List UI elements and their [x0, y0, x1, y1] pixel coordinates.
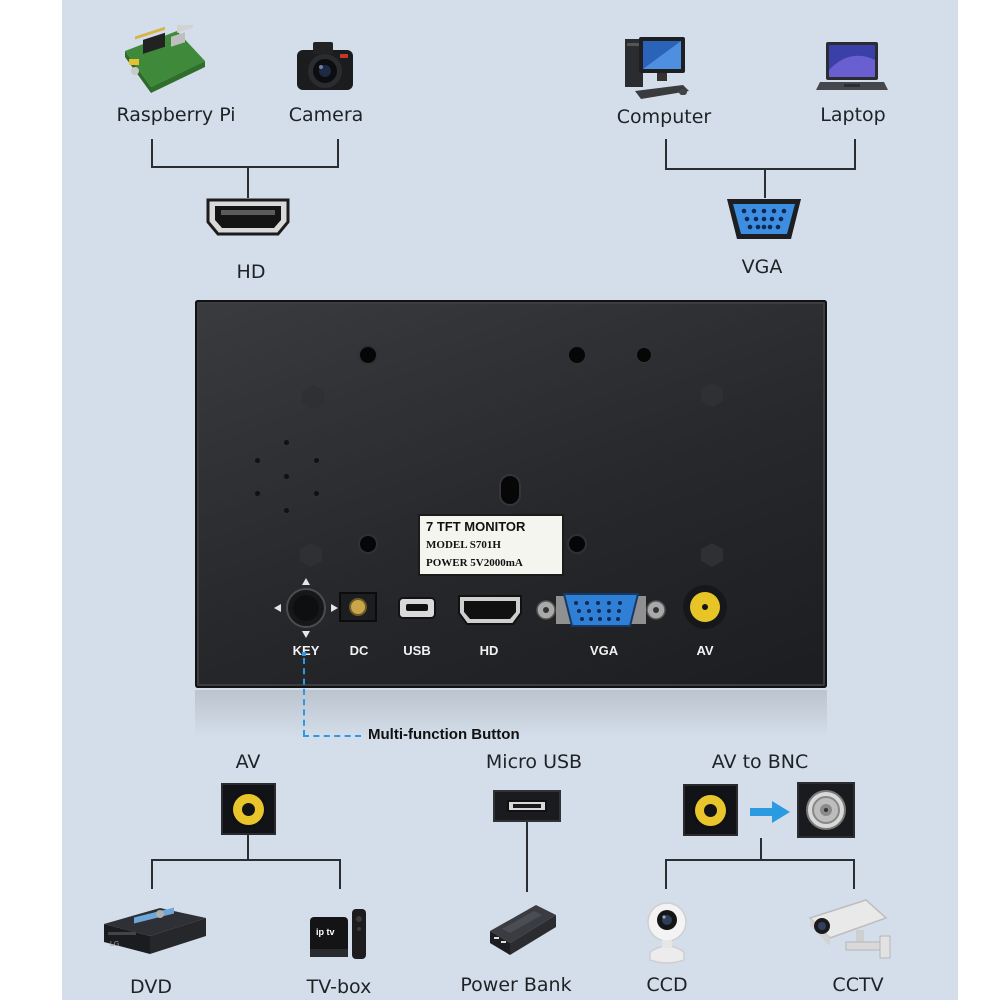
port-label-key: KEY [292, 643, 320, 658]
speaker-hole [255, 458, 260, 463]
speaker-hole [314, 458, 319, 463]
mounting-hole [569, 536, 585, 552]
micro-usb-label: Micro USB [485, 751, 583, 773]
hdmi-port-icon [206, 198, 290, 236]
connector-line [151, 139, 153, 167]
hex-screw [701, 383, 723, 407]
av-label: AV [235, 751, 261, 773]
mounting-hole [360, 536, 376, 552]
raspberry-pi-board-icon [125, 25, 205, 93]
connector-line [151, 859, 341, 861]
connector-line [853, 859, 855, 889]
connector-line [760, 838, 762, 860]
speaker-hole [284, 474, 289, 479]
hex-screw [701, 543, 723, 567]
hd-label: HD [236, 261, 266, 283]
key-button[interactable] [272, 576, 340, 640]
callout-line-horizontal [303, 735, 361, 737]
hd-port[interactable] [457, 594, 523, 626]
computer-label: Computer [616, 106, 712, 128]
port-label-av: AV [696, 643, 714, 658]
tv-box-icon: ip tv [310, 909, 366, 959]
connector-line [665, 139, 667, 169]
speaker-hole [255, 491, 260, 496]
av-jack-icon [221, 783, 276, 835]
laptop-label: Laptop [820, 104, 886, 126]
vga-port-icon [727, 199, 801, 239]
power-bank-icon [490, 905, 556, 955]
port-label-vga: VGA [589, 643, 619, 658]
mounting-hole [637, 348, 651, 362]
vga-port[interactable] [536, 590, 666, 630]
ccd-label: CCD [646, 974, 688, 996]
arrow-right-icon [750, 801, 790, 823]
mounting-hole [360, 347, 376, 363]
raspberry-pi-label: Raspberry Pi [116, 104, 236, 126]
laptop-icon [816, 42, 888, 90]
connector-line [665, 859, 855, 861]
connector-line [151, 166, 339, 168]
usb-port[interactable] [398, 597, 436, 619]
sticker-power: POWER 5V2000mA [426, 557, 523, 569]
cctv-label: CCTV [832, 974, 884, 996]
port-label-hd: HD [479, 643, 499, 658]
camera-label: Camera [288, 104, 364, 126]
callout-anchor [302, 652, 306, 656]
connector-line [247, 835, 249, 860]
vga-label: VGA [741, 256, 783, 278]
speaker-hole [284, 440, 289, 445]
multi-function-callout: Multi-function Button [368, 726, 520, 743]
speaker-hole [314, 491, 319, 496]
hex-screw [302, 385, 324, 409]
av-jack-icon [683, 784, 738, 836]
av-to-bnc-label: AV to BNC [711, 751, 809, 773]
keyhole-slot [501, 476, 519, 504]
speaker-hole [284, 508, 289, 513]
connector-line [247, 166, 249, 198]
sticker-title: 7 TFT MONITOR [426, 519, 526, 534]
usb-port-icon [493, 790, 561, 822]
model-sticker: 7 TFT MONITOR MODEL S701H POWER 5V2000mA [418, 514, 564, 576]
connector-line [665, 168, 856, 170]
connector-line [151, 859, 153, 889]
port-label-dc: DC [349, 643, 369, 658]
callout-line-vertical [303, 658, 305, 736]
ccd-camera-icon [647, 902, 687, 964]
camera-icon [297, 42, 353, 90]
svg-text:LG: LG [110, 941, 119, 948]
power-bank-label: Power Bank [460, 974, 572, 996]
connector-line [854, 139, 856, 169]
svg-text:ip tv: ip tv [316, 927, 335, 937]
connector-line [764, 168, 766, 198]
connector-line [665, 859, 667, 889]
mounting-hole [569, 347, 585, 363]
cctv-camera-icon [808, 899, 891, 959]
bnc-jack-icon [797, 782, 855, 838]
panel-reflection [195, 690, 827, 738]
dc-port[interactable] [339, 592, 377, 622]
computer-icon [625, 37, 689, 99]
connector-line [339, 859, 341, 889]
port-label-usb: USB [403, 643, 431, 658]
tv-box-label: TV-box [306, 976, 372, 998]
av-port[interactable] [690, 592, 720, 622]
sticker-model: MODEL S701H [426, 539, 501, 551]
hex-screw [300, 543, 322, 567]
dvd-label: DVD [130, 976, 172, 998]
connector-line [526, 822, 528, 892]
connector-line [337, 139, 339, 167]
dvd-player-icon: LG [104, 907, 206, 954]
